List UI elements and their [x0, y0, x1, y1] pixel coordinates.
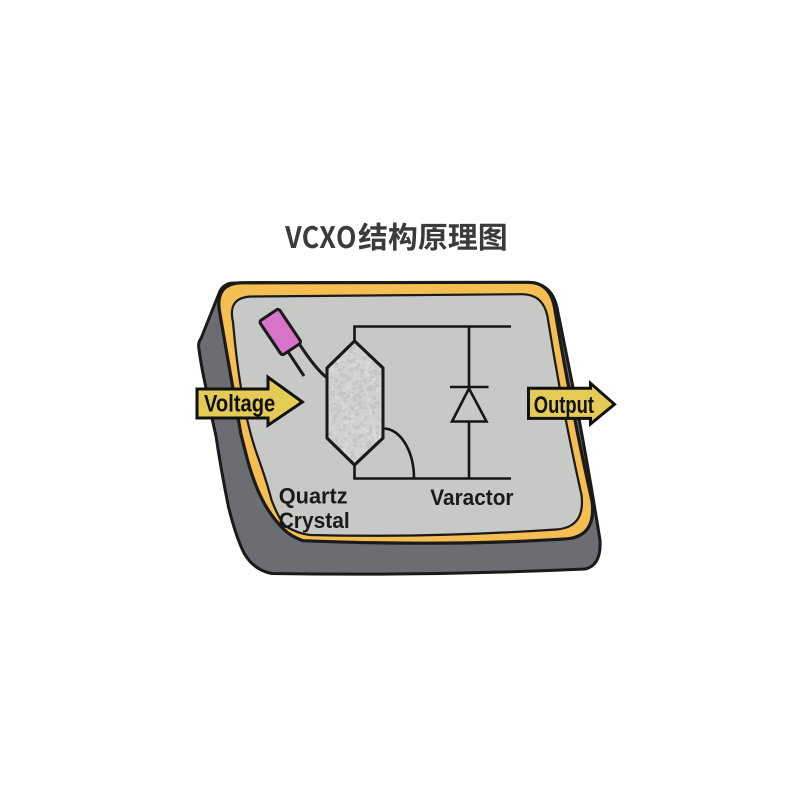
- svg-text:Crystal: Crystal: [279, 508, 350, 533]
- svg-text:Voltage: Voltage: [204, 391, 275, 418]
- svg-text:Varactor: Varactor: [430, 485, 513, 510]
- svg-text:Quartz: Quartz: [279, 483, 348, 508]
- svg-text:Output: Output: [534, 392, 594, 419]
